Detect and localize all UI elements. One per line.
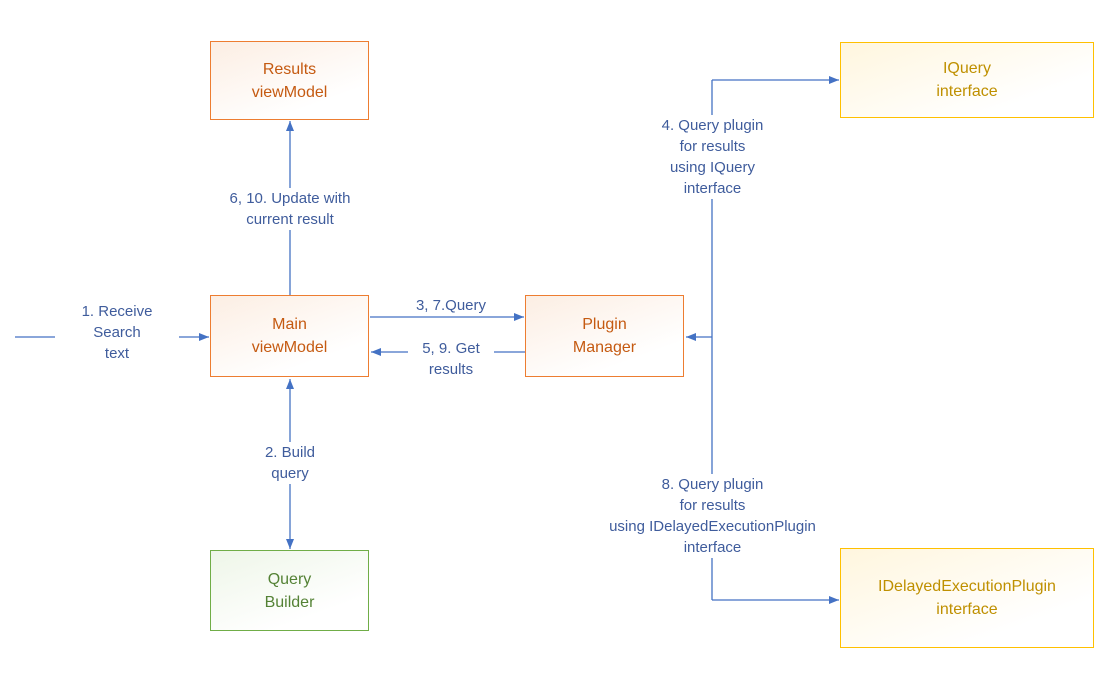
- edge-label-query-idelayed-interface: 8. Query plugin for results using IDelay…: [599, 474, 826, 558]
- node-iquery-interface: IQuery interface: [840, 42, 1094, 118]
- node-plugin-manager: Plugin Manager: [525, 295, 684, 377]
- node-main-viewmodel: Main viewModel: [210, 295, 369, 377]
- node-idelayedexecutionplugin-interface: IDelayedExecutionPlugin interface: [840, 548, 1094, 648]
- node-query-builder-label: Query Builder: [264, 570, 315, 611]
- edge-label-receive-search: 1. Receive Search text: [55, 301, 179, 364]
- edge-label-get-results: 5, 9. Get results: [408, 338, 494, 380]
- node-idelayedexecutionplugin-interface-label: IDelayedExecutionPlugin interface: [878, 578, 1056, 618]
- edge-label-query: 3, 7.Query: [408, 295, 494, 316]
- node-results-viewmodel: Results viewModel: [210, 41, 369, 120]
- node-plugin-manager-label: Plugin Manager: [572, 316, 637, 356]
- node-main-viewmodel-label: Main viewModel: [251, 316, 328, 356]
- node-results-viewmodel-label: Results viewModel: [251, 60, 328, 101]
- node-iquery-interface-label: IQuery interface: [936, 60, 998, 100]
- edge-label-build-query: 2. Build query: [247, 442, 333, 484]
- node-query-builder: Query Builder: [210, 550, 369, 631]
- edge-label-query-iquery-interface: 4. Query plugin for results using IQuery…: [640, 115, 785, 199]
- edge-label-update-with-current-result: 6, 10. Update with current result: [213, 188, 367, 230]
